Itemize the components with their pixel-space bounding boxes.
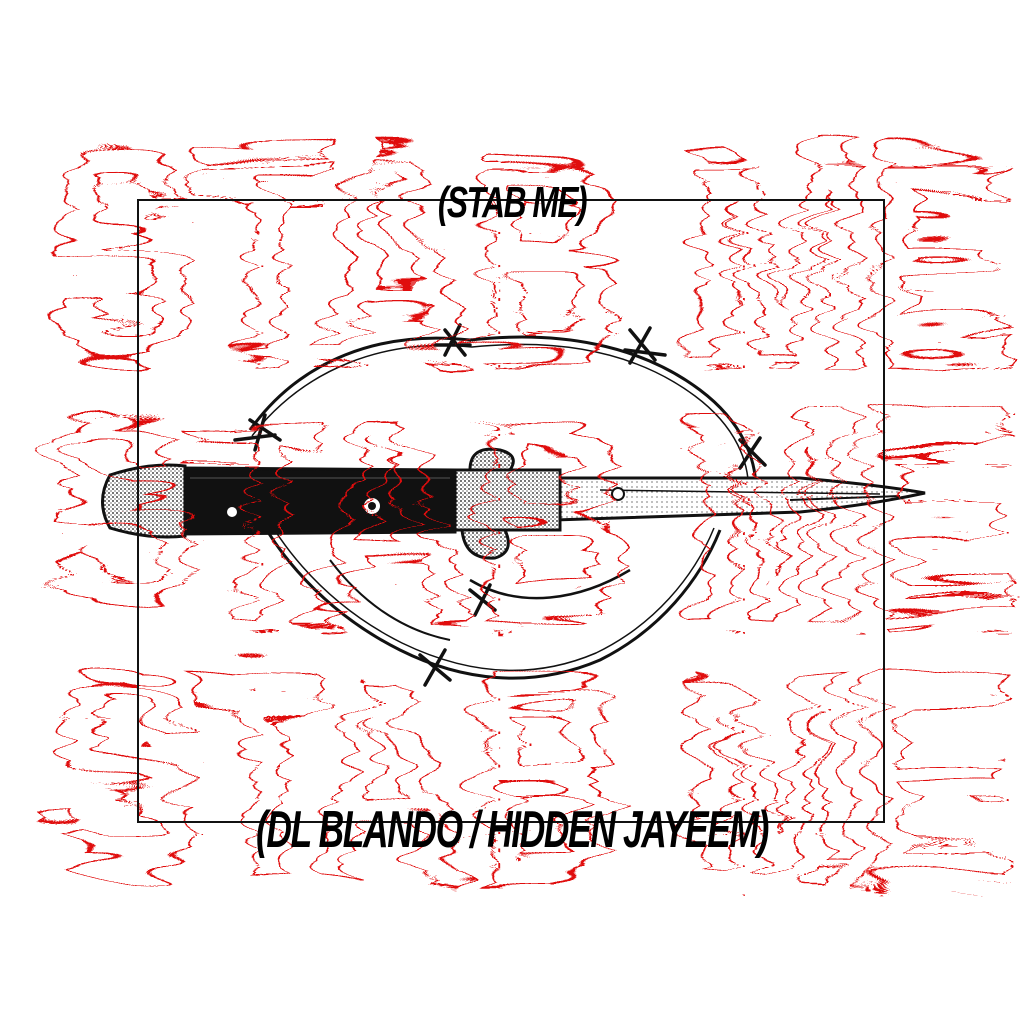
cover-title: (STAB ME) — [437, 178, 588, 227]
background-text-line-1: STAB ME — [32, 78, 992, 402]
barbs — [233, 323, 767, 687]
black-frame — [137, 199, 885, 823]
background-text-line-2: STAB ME — [32, 338, 992, 662]
barbed-wire-icon — [238, 335, 758, 680]
wavy-outline-text: STAB ME STAB ME STAB ME — [31, 77, 994, 924]
artist-credits: (DL BLANDO / HIDDEN JAYEEM) — [255, 801, 769, 859]
background-text-line-3: STAB ME — [32, 598, 992, 922]
switchblade-knife-icon — [101, 447, 926, 560]
